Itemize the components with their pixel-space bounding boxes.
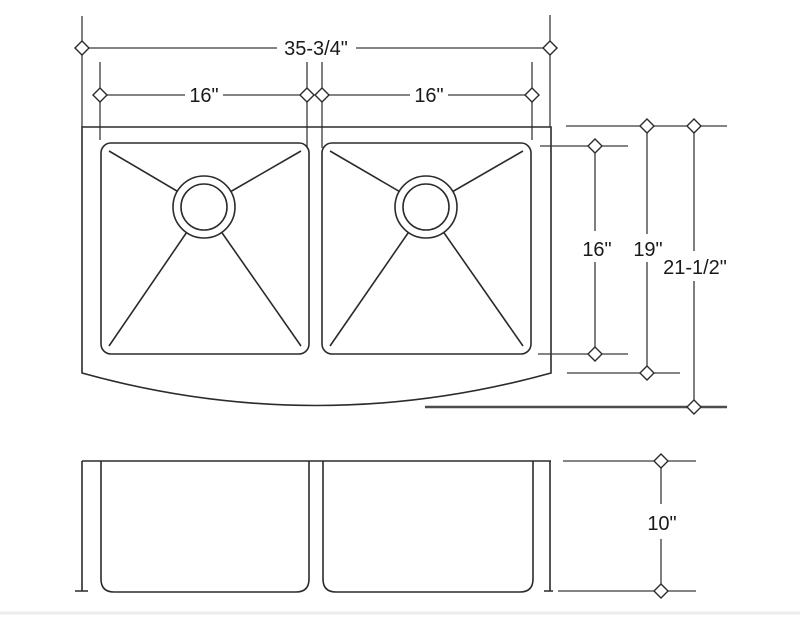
front-left-edge bbox=[75, 461, 88, 592]
left-bowl-fold-lines bbox=[108, 150, 302, 347]
diamond-marker bbox=[653, 583, 669, 599]
depth-dimensions: 16" 19" 21-1/2" bbox=[425, 118, 727, 415]
diamond-marker bbox=[74, 40, 90, 56]
dim-label-right-bowl-width: 16" bbox=[414, 85, 443, 107]
diamond-marker bbox=[524, 87, 540, 103]
diamond-marker bbox=[314, 87, 330, 103]
diamond-marker bbox=[686, 399, 702, 415]
left-bowl-front bbox=[100, 461, 310, 593]
diamond-marker bbox=[686, 118, 702, 134]
diamond-marker bbox=[92, 87, 108, 103]
front-view bbox=[75, 460, 553, 593]
diamond-marker bbox=[639, 118, 655, 134]
dim-label-inner-depth: 19" bbox=[633, 239, 662, 261]
sink-outline-plan bbox=[81, 126, 552, 407]
dim-label-bowl-depth: 16" bbox=[582, 239, 611, 261]
diamond-marker bbox=[639, 365, 655, 381]
dim-label-left-bowl-width: 16" bbox=[189, 85, 218, 107]
right-drain-outer-circle bbox=[394, 175, 458, 239]
dim-label-apron-height: 10" bbox=[647, 513, 676, 535]
height-dimension: 10" bbox=[558, 453, 696, 599]
width-dimensions: 35-3/4" 16" 16" bbox=[74, 15, 558, 148]
left-drain-inner-circle bbox=[180, 183, 228, 231]
dim-label-overall-width: 35-3/4" bbox=[284, 38, 348, 60]
diamond-marker bbox=[587, 138, 603, 154]
right-bowl-fold-lines bbox=[329, 150, 524, 347]
diamond-marker bbox=[542, 40, 558, 56]
right-drain-inner-circle bbox=[402, 183, 450, 231]
diamond-marker bbox=[299, 87, 315, 103]
front-right-edge bbox=[544, 461, 553, 592]
right-bowl-front bbox=[322, 461, 534, 593]
dim-label-overall-depth: 21-1/2" bbox=[663, 257, 727, 279]
plan-view bbox=[81, 126, 552, 407]
diamond-marker bbox=[587, 346, 603, 362]
right-bowl-plan bbox=[321, 142, 532, 355]
left-bowl-plan bbox=[100, 142, 310, 355]
left-drain-outer-circle bbox=[172, 175, 236, 239]
diamond-marker bbox=[653, 453, 669, 469]
